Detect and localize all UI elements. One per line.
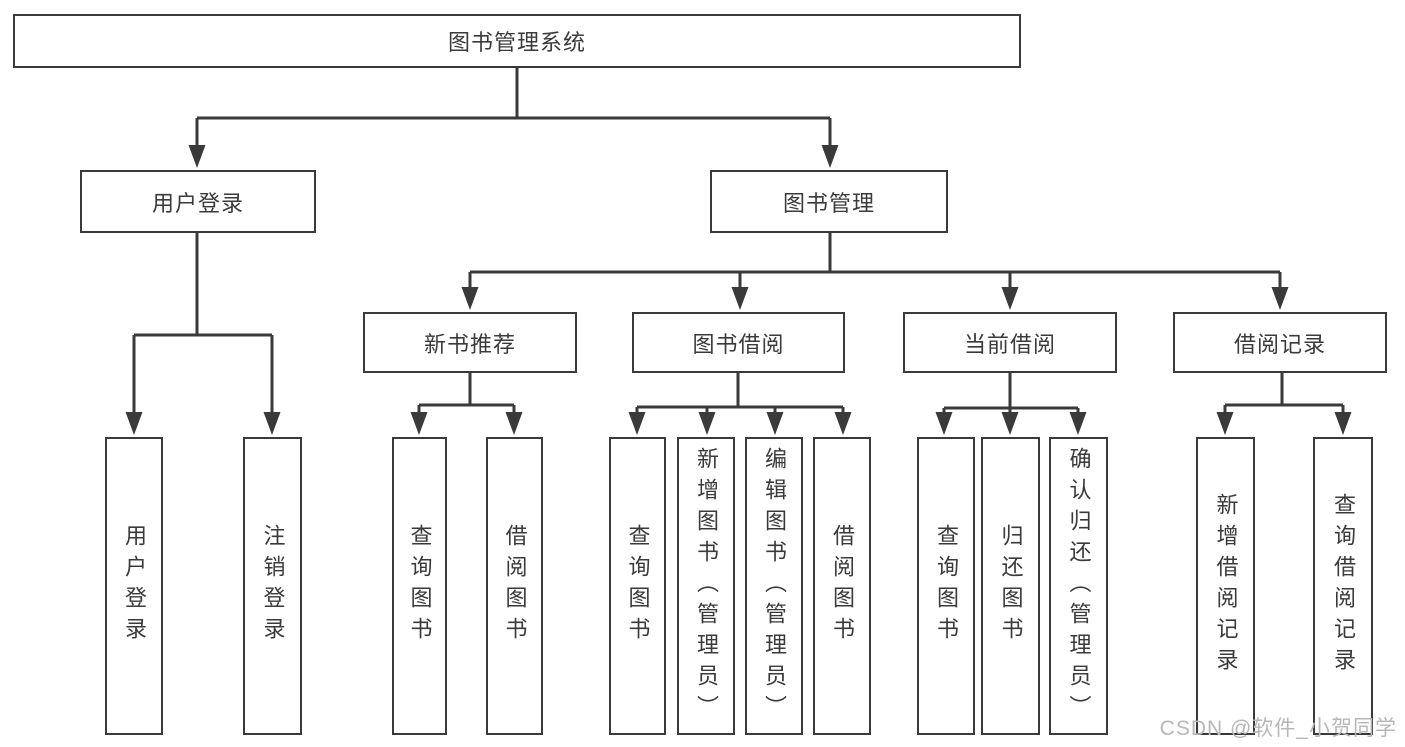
node-new-book-recommendation-label: 新书推荐 xyxy=(423,331,516,357)
leaf-query-books-borrowing: 查询图书 xyxy=(609,437,666,735)
leaf-label: 查询图书 xyxy=(934,524,959,648)
leaf-borrow-books-recommend: 借阅图书 xyxy=(486,437,543,735)
leaf-label: 编辑图书（管理员） xyxy=(762,446,787,726)
leaf-label: 归还图书 xyxy=(998,524,1024,648)
node-book-management: 图书管理 xyxy=(710,170,948,233)
leaf-add-books-admin: 新增图书（管理员） xyxy=(677,437,735,735)
leaf-logout: 注销登录 xyxy=(243,437,302,735)
leaf-confirm-return-admin: 确认归还（管理员） xyxy=(1049,437,1108,735)
leaf-label: 确认归还（管理员） xyxy=(1066,446,1092,726)
leaf-label: 注销登录 xyxy=(260,524,286,648)
node-current-borrowing: 当前借阅 xyxy=(903,312,1117,373)
leaf-label: 新增图书（管理员） xyxy=(694,446,719,726)
node-borrowing-records: 借阅记录 xyxy=(1173,312,1387,373)
leaf-add-borrow-record: 新增借阅记录 xyxy=(1196,437,1255,735)
leaf-label: 查询借阅记录 xyxy=(1331,493,1356,679)
node-current-borrowing-label: 当前借阅 xyxy=(963,331,1056,357)
node-user-login-label: 用户登录 xyxy=(151,190,244,216)
node-root-label: 图书管理系统 xyxy=(447,30,586,55)
node-book-borrowing: 图书借阅 xyxy=(632,312,845,373)
leaf-edit-books-admin: 编辑图书（管理员） xyxy=(745,437,803,735)
leaf-query-books-recommend: 查询图书 xyxy=(392,437,447,735)
node-root: 图书管理系统 xyxy=(13,14,1021,68)
leaf-user-login: 用户登录 xyxy=(105,437,163,735)
leaf-borrow-books-borrowing: 借阅图书 xyxy=(813,437,871,735)
leaf-label: 借阅图书 xyxy=(502,524,528,648)
csdn-watermark: CSDN @软件_小贺同学 xyxy=(1159,717,1397,740)
leaf-label: 用户登录 xyxy=(122,524,147,648)
leaf-return-books: 归还图书 xyxy=(981,437,1040,735)
leaf-query-books-current: 查询图书 xyxy=(917,437,975,735)
node-book-management-label: 图书管理 xyxy=(782,190,875,216)
node-new-book-recommendation: 新书推荐 xyxy=(363,312,577,373)
leaf-query-borrow-record: 查询借阅记录 xyxy=(1313,437,1373,735)
node-book-borrowing-label: 图书借阅 xyxy=(692,331,785,357)
leaf-label: 查询图书 xyxy=(407,524,433,648)
node-borrowing-records-label: 借阅记录 xyxy=(1233,331,1326,357)
leaf-label: 新增借阅记录 xyxy=(1213,493,1239,679)
leaf-label: 借阅图书 xyxy=(830,524,855,648)
leaf-label: 查询图书 xyxy=(625,524,651,648)
node-user-login: 用户登录 xyxy=(80,170,316,233)
